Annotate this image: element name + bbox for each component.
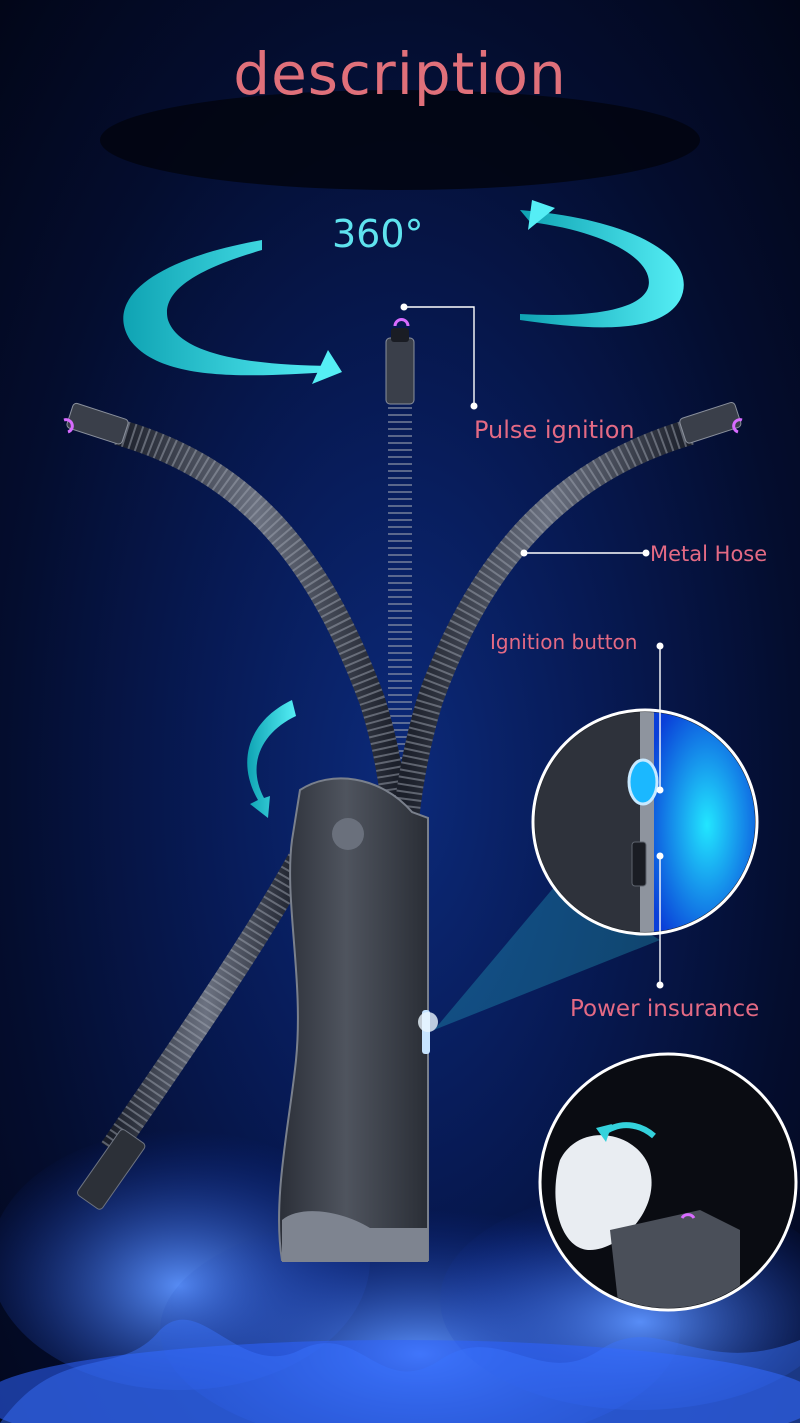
callout-pulse-ignition: Pulse ignition bbox=[474, 416, 635, 444]
page-title: description bbox=[233, 40, 567, 108]
rotate-arrow-icon bbox=[123, 200, 684, 384]
rotation-label: 360° bbox=[332, 212, 424, 256]
callout-ignition-button: Ignition button bbox=[490, 630, 638, 654]
callout-metal-hose: Metal Hose bbox=[650, 542, 768, 566]
metal-hoses bbox=[101, 400, 694, 1158]
callout-dots bbox=[400, 303, 664, 989]
bend-arrow-icon bbox=[247, 700, 296, 818]
callout-power-insurance: Power insurance bbox=[570, 996, 760, 1022]
callout-leaders bbox=[404, 306, 661, 985]
lid-detail bbox=[538, 1052, 798, 1312]
smoke-band bbox=[100, 90, 700, 190]
lighter-body bbox=[278, 777, 438, 1262]
nozzles bbox=[63, 318, 743, 1210]
